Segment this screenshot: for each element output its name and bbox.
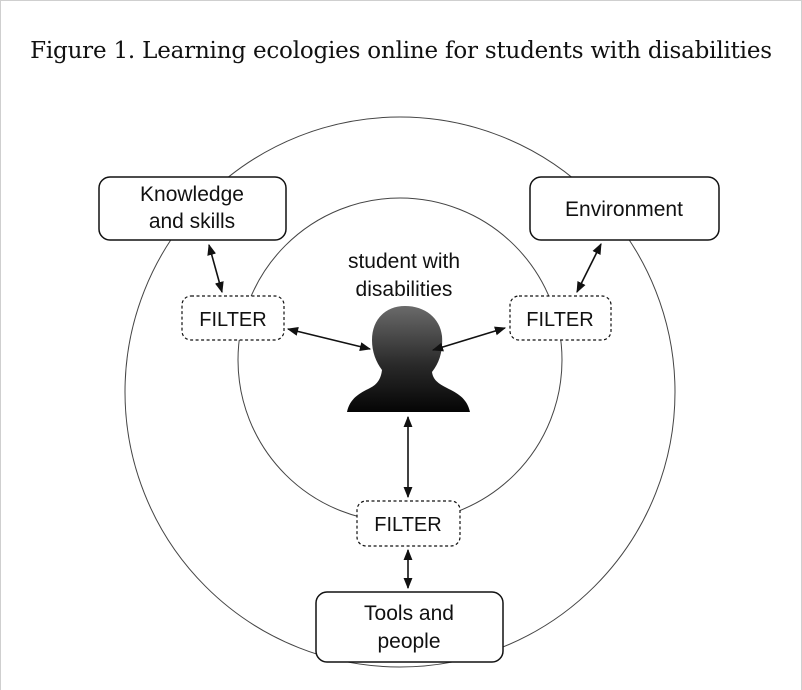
- filter-bottom: FILTER: [356, 500, 461, 547]
- tools-line1: Tools and: [364, 602, 454, 625]
- arrow-filter-environment: [576, 242, 602, 294]
- environment-label: Environment: [565, 198, 683, 221]
- student-label-line2: disabilities: [356, 278, 453, 301]
- filter-left-label: FILTER: [199, 309, 266, 331]
- environment-node: Environment: [529, 176, 720, 241]
- figure-title: Figure 1. Learning ecologies online for …: [30, 38, 772, 64]
- arrow-filter-student-left: [286, 327, 372, 351]
- filter-bottom-label: FILTER: [374, 514, 441, 536]
- filter-left: FILTER: [181, 295, 285, 341]
- knowledge-line1: Knowledge: [140, 183, 244, 206]
- arrow-knowledge-filter: [207, 243, 224, 294]
- knowledge-skills-node: Knowledge and skills: [98, 176, 287, 241]
- filter-right: FILTER: [509, 295, 612, 341]
- filter-right-label: FILTER: [526, 309, 593, 331]
- outer-circle: [124, 116, 676, 668]
- tools-people-node: Tools and people: [315, 591, 504, 663]
- tools-line2: people: [377, 630, 440, 653]
- student-label-line1: student with: [348, 250, 460, 273]
- arrow-student-filter-right: [431, 326, 507, 352]
- person-silhouette-icon: [347, 306, 470, 412]
- knowledge-line2: and skills: [149, 210, 235, 233]
